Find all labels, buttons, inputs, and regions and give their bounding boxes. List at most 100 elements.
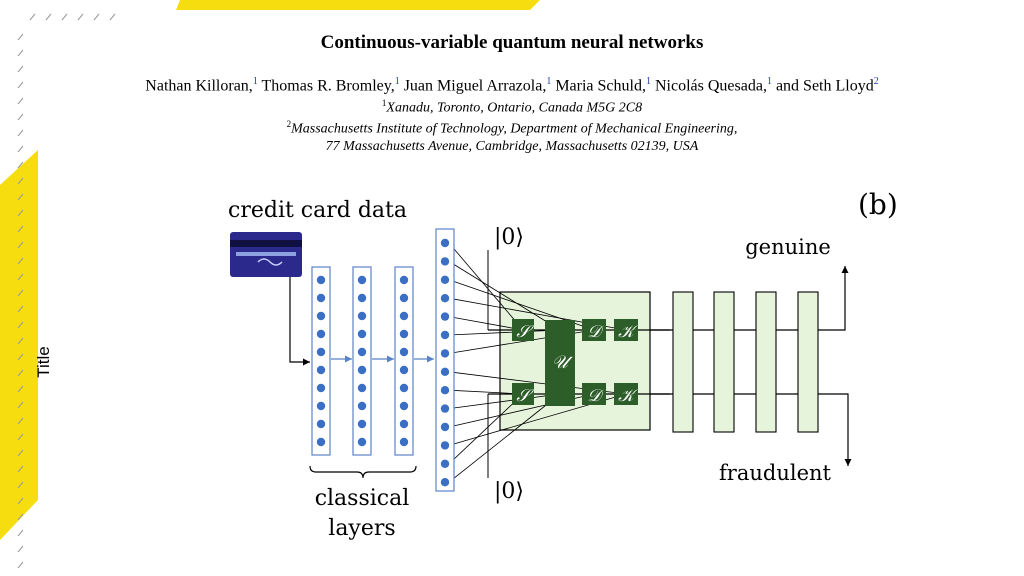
author-affiliation-marker: 1	[546, 76, 552, 87]
quantum-layer	[672, 291, 694, 433]
encoding-wire	[448, 393, 561, 483]
input-label: credit card data	[228, 198, 407, 223]
dash	[77, 13, 84, 21]
dash	[17, 65, 24, 73]
displacement-gate-top	[582, 319, 606, 341]
author-affiliation-marker: 1	[252, 76, 258, 87]
neuron-node	[399, 275, 409, 285]
encoding-node	[440, 459, 450, 468]
paper-title: Continuous-variable quantum neural netwo…	[320, 32, 704, 53]
dash	[17, 177, 24, 185]
squeeze-gate-bottom	[512, 383, 534, 405]
dash	[17, 113, 24, 121]
yellow-top-band	[176, 0, 540, 10]
quantum-layer	[797, 291, 819, 433]
author-name: Nathan Killoran,	[145, 77, 253, 95]
dash	[17, 337, 24, 345]
displacement-gate-bottom-label: 𝒟	[587, 386, 604, 406]
vacuum-state-bottom: |0⟩	[494, 479, 524, 504]
dash	[17, 145, 24, 153]
dash	[17, 241, 24, 249]
neuron-node	[316, 437, 326, 447]
encoding-node	[440, 257, 450, 266]
neuron-node	[316, 347, 326, 357]
encoding-wire	[448, 316, 524, 331]
neuron-node	[316, 419, 326, 429]
classical-label-line1: classical	[315, 486, 410, 511]
author-name: Thomas R. Bromley,	[261, 77, 395, 95]
encoding-node	[440, 275, 450, 284]
author-affiliation-marker: 1	[645, 76, 651, 87]
kerr-gate-top	[614, 319, 638, 341]
affiliation-1: 1Xanadu, Toronto, Ontario, Canada M5G 2C…	[381, 98, 643, 116]
affiliation-2-address: 77 Massachusetts Avenue, Cambridge, Mass…	[325, 139, 699, 154]
encoding-wire	[448, 393, 561, 409]
encoding-wire	[448, 389, 524, 395]
yellow-side-band	[0, 150, 38, 540]
dash	[17, 449, 24, 457]
encoding-node	[440, 404, 450, 413]
affiliation-2: 2Massachusetts Institute of Technology, …	[286, 119, 738, 137]
dash	[17, 273, 24, 281]
encoding-node	[440, 422, 450, 432]
dash	[17, 545, 24, 553]
author-affiliation-marker: 2	[873, 76, 879, 87]
encoding-node	[440, 441, 450, 450]
interferometer-gate	[545, 320, 575, 406]
neuron-node	[399, 329, 409, 339]
neuron-node	[316, 329, 326, 339]
dash	[29, 13, 36, 21]
encoding-layer	[435, 228, 455, 492]
neuron-node	[399, 347, 409, 357]
genuine-output-arrow	[818, 266, 849, 331]
neuron-node	[357, 401, 367, 411]
neuron-node	[316, 383, 326, 393]
author-affiliation-marker: 1	[766, 76, 772, 87]
displacement-gate-top-label: 𝒟	[587, 322, 604, 342]
kerr-gate-bottom-label: 𝒦	[618, 386, 639, 406]
dash	[17, 481, 24, 489]
dash	[17, 369, 24, 377]
encoding-wire	[448, 393, 524, 465]
encoding-node	[440, 478, 450, 487]
dash	[17, 161, 24, 169]
dash	[17, 433, 24, 441]
dash	[109, 13, 116, 21]
encoding-node	[440, 349, 450, 358]
dash	[17, 465, 24, 473]
neuron-node	[399, 311, 409, 321]
neuron-node	[357, 383, 367, 393]
dash	[17, 529, 24, 537]
dash	[17, 321, 24, 329]
encoding-node	[440, 238, 450, 248]
neuron-node	[357, 293, 367, 303]
neuron-node	[357, 275, 367, 285]
classical-layers-brace	[309, 465, 417, 479]
classical-layer	[394, 266, 414, 456]
dash	[17, 417, 24, 425]
author-name: Nicolás Quesada,	[654, 77, 767, 95]
neuron-node	[357, 419, 367, 429]
encoding-node	[440, 367, 450, 376]
dash	[17, 33, 24, 41]
dash	[17, 305, 24, 313]
author-name: Juan Miguel Arrazola,	[403, 77, 547, 95]
input-arrow	[289, 277, 310, 366]
dash	[61, 13, 68, 21]
neuron-node	[399, 401, 409, 411]
author-affiliation-marker: 1	[394, 76, 400, 87]
dash	[17, 497, 24, 505]
vacuum-state-top: |0⟩	[494, 225, 524, 250]
fraudulent-output-arrow	[818, 393, 852, 466]
dash	[17, 289, 24, 297]
dashed-border-pattern	[17, 13, 116, 569]
neuron-node	[316, 311, 326, 321]
neuron-node	[399, 419, 409, 429]
encoding-wire	[448, 242, 524, 331]
dash	[93, 13, 100, 21]
encoding-node	[440, 312, 450, 321]
quantum-layer	[755, 291, 777, 433]
neuron-node	[316, 365, 326, 375]
dash	[17, 97, 24, 105]
